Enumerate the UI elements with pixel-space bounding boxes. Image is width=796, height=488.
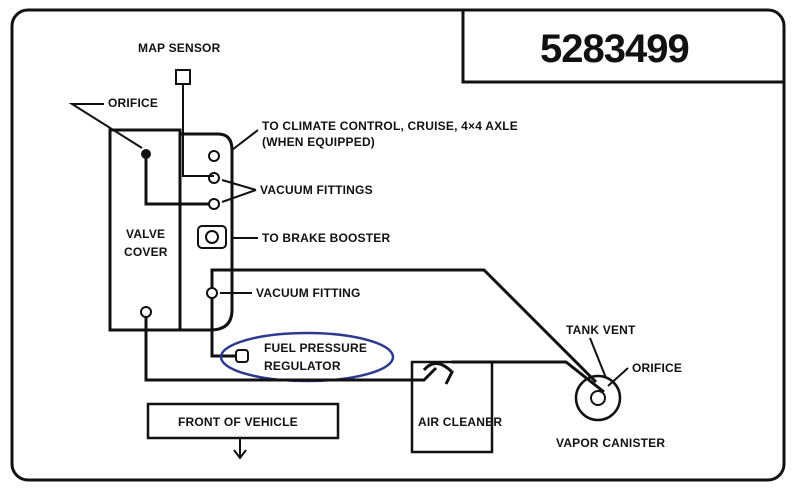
vacuum-fittings-leader xyxy=(221,179,257,203)
tank-vent-label: TANK VENT xyxy=(566,323,636,337)
canister-vacuum-hose xyxy=(210,268,598,384)
orifice-leader-right xyxy=(607,367,629,387)
brake-booster-fitting-port xyxy=(205,230,219,244)
climate-control-fitting xyxy=(208,150,220,162)
map-sensor xyxy=(175,69,191,85)
fuel-regulator-label-1: FUEL PRESSURE xyxy=(264,341,367,355)
front-of-vehicle-box xyxy=(146,402,340,440)
air-cleaner-label: AIR CLEANER xyxy=(418,415,502,429)
part-number: 5283499 xyxy=(540,27,689,71)
vapor-canister xyxy=(574,374,622,422)
climate-control-leader xyxy=(231,129,259,151)
air-cleaner-inlet xyxy=(422,362,454,385)
tank-vent-hose xyxy=(452,360,605,394)
front-of-vehicle-label: FRONT OF VEHICLE xyxy=(178,415,298,429)
vacuum-fitting-lower xyxy=(208,198,220,210)
part-number-box xyxy=(461,10,784,84)
fuel-regulator-label-2: REGULATOR xyxy=(264,359,341,373)
orifice-label-right: ORIFICE xyxy=(632,361,682,375)
map-sensor-hose xyxy=(182,84,214,177)
front-of-vehicle-arrow xyxy=(233,438,247,460)
brake-booster-fitting xyxy=(197,225,227,249)
pcv-hose xyxy=(144,317,438,382)
climate-control-label-2: (WHEN EQUIPPED) xyxy=(262,135,375,149)
brake-booster-label: TO BRAKE BOOSTER xyxy=(262,231,390,245)
vapor-canister-label: VAPOR CANISTER xyxy=(556,436,665,450)
orifice-leader-left xyxy=(68,103,143,149)
orifice-hose-left xyxy=(144,158,210,206)
vacuum-manifold xyxy=(180,132,234,332)
tank-vent-leader xyxy=(589,337,607,379)
vacuum-fitting-upper xyxy=(208,172,220,184)
orifice-fitting-left xyxy=(141,149,151,159)
valve-cover-label-1: VALVE xyxy=(126,227,165,241)
orifice-label-left: ORIFICE xyxy=(108,96,158,110)
air-cleaner xyxy=(410,360,494,454)
map-sensor-label: MAP SENSOR xyxy=(138,41,221,55)
vacuum-fitting-canister xyxy=(206,287,218,299)
fuel-pressure-regulator-fitting xyxy=(235,349,249,363)
vapor-canister-port xyxy=(590,390,606,406)
diagram-frame xyxy=(10,8,786,482)
climate-control-label-1: TO CLIMATE CONTROL, CRUISE, 4×4 AXLE xyxy=(262,119,518,133)
fuel-regulator-hose xyxy=(210,298,236,358)
vacuum-fittings-label: VACUUM FITTINGS xyxy=(260,183,373,197)
pcv-fitting xyxy=(140,306,152,318)
valve-cover-label-2: COVER xyxy=(124,245,168,259)
vacuum-fitting-label: VACUUM FITTING xyxy=(256,286,361,300)
